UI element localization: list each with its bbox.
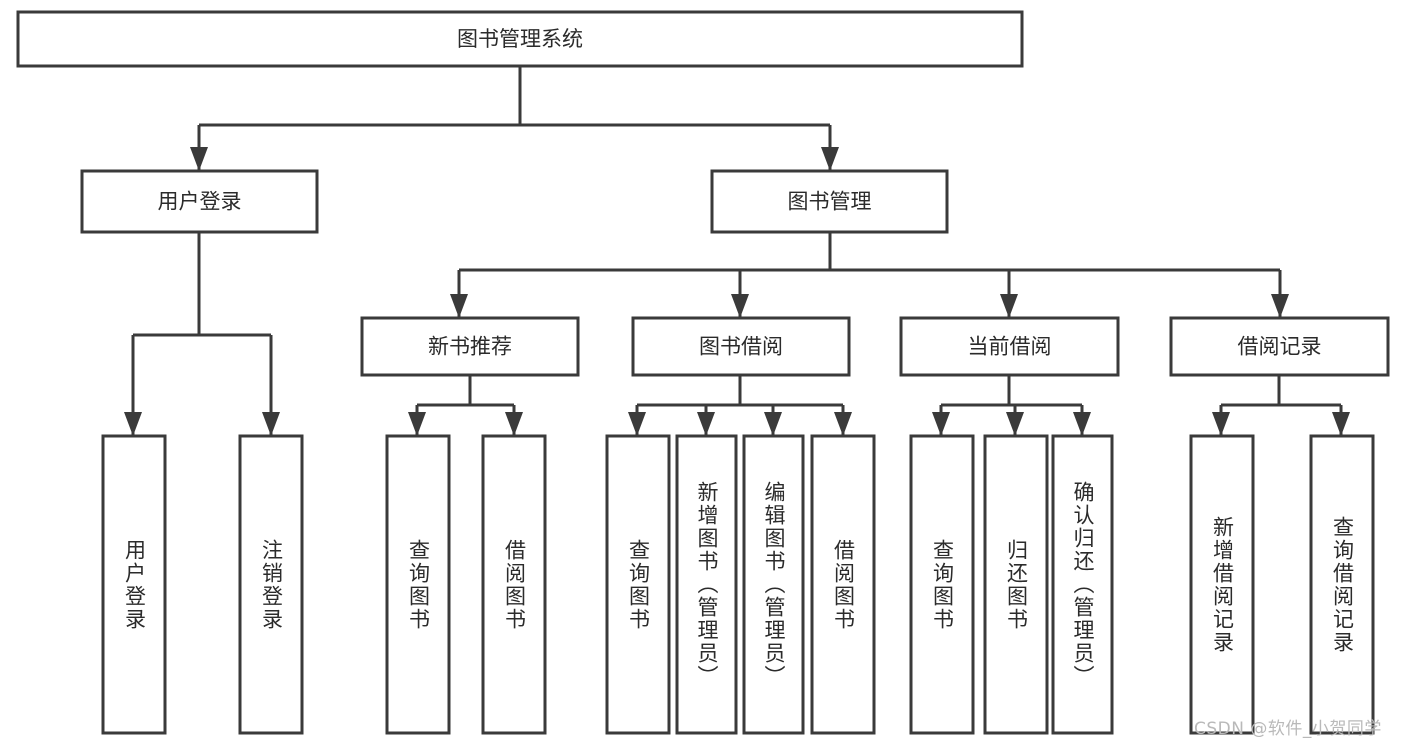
- node-borrow-record[interactable]: [1169, 316, 1390, 377]
- arrow-head-icon: [1006, 412, 1024, 436]
- node-leaf-query-book-3[interactable]: [909, 434, 975, 735]
- node-leaf-return-book[interactable]: [983, 434, 1049, 735]
- csdn-watermark: CSDN @软件_小贺同学: [1194, 719, 1382, 739]
- node-leaf-confirm-return[interactable]: [1051, 434, 1114, 735]
- arrow-head-icon: [821, 147, 839, 171]
- node-book-borrow[interactable]: [631, 316, 851, 377]
- node-user-login[interactable]: [80, 169, 319, 234]
- arrow-head-icon: [1271, 294, 1289, 318]
- node-new-book-rec[interactable]: [360, 316, 580, 377]
- arrow-head-icon: [1000, 294, 1018, 318]
- arrow-head-icon: [190, 147, 208, 171]
- node-leaf-query-book-1[interactable]: [385, 434, 451, 735]
- arrow-head-icon: [628, 412, 646, 436]
- arrow-head-icon: [1212, 412, 1230, 436]
- node-label-current-borrow: 当前借阅: [968, 335, 1052, 359]
- node-root[interactable]: [16, 10, 1024, 68]
- node-leaf-borrow-book-1[interactable]: [481, 434, 547, 735]
- node-label-root: 图书管理系统: [457, 27, 583, 51]
- node-leaf-add-book[interactable]: [675, 434, 738, 735]
- arrow-head-icon: [505, 412, 523, 436]
- node-label-new-book-rec: 新书推荐: [428, 335, 512, 359]
- node-leaf-logout[interactable]: [238, 434, 304, 735]
- node-leaf-borrow-book-2[interactable]: [810, 434, 876, 735]
- arrow-head-icon: [1073, 412, 1091, 436]
- arrow-head-icon: [262, 412, 280, 436]
- connectors-layer: [124, 66, 1350, 436]
- arrow-head-icon: [932, 412, 950, 436]
- arrow-head-icon: [834, 412, 852, 436]
- node-label-user-login: 用户登录: [158, 190, 242, 214]
- node-leaf-query-book-2[interactable]: [605, 434, 671, 735]
- arrow-head-icon: [1332, 412, 1350, 436]
- node-label-borrow-record: 借阅记录: [1238, 335, 1322, 359]
- boxes-layer: [16, 10, 1390, 735]
- node-leaf-user-login[interactable]: [101, 434, 167, 735]
- arrow-head-icon: [124, 412, 142, 436]
- node-current-borrow[interactable]: [899, 316, 1120, 377]
- node-leaf-edit-book[interactable]: [742, 434, 805, 735]
- node-book-manage[interactable]: [710, 169, 949, 234]
- arrow-head-icon: [697, 412, 715, 436]
- node-leaf-query-record[interactable]: [1309, 434, 1375, 735]
- arrow-head-icon: [731, 294, 749, 318]
- arrow-head-icon: [764, 412, 782, 436]
- arrow-head-icon: [408, 412, 426, 436]
- node-label-book-borrow: 图书借阅: [699, 335, 783, 359]
- node-label-book-manage: 图书管理: [788, 190, 872, 214]
- arrow-head-icon: [450, 294, 468, 318]
- node-leaf-add-record[interactable]: [1189, 434, 1255, 735]
